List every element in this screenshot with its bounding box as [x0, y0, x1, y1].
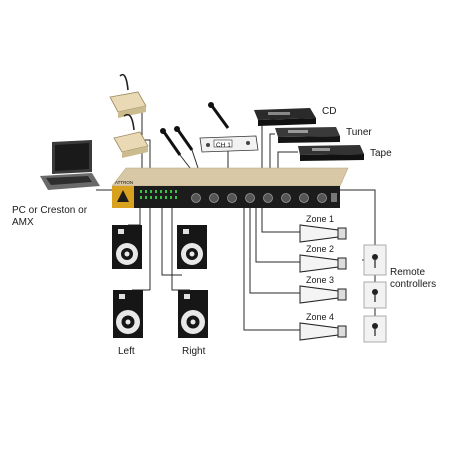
- horn-speaker-icon-zone-2: [299, 254, 347, 273]
- ch1-wall-plate: [199, 135, 259, 153]
- microphone-icon-3: [208, 102, 230, 129]
- wire-remote-main: [338, 189, 376, 245]
- amplifier-icon: [111, 167, 349, 208]
- amplifier-brand-label: ATTRON: [115, 180, 133, 185]
- cd-player-icon: [254, 108, 316, 126]
- horn-speaker-icon-zone-4: [299, 322, 347, 341]
- zone-2-label: Zone 2: [306, 244, 334, 254]
- wire-right-top: [161, 208, 182, 276]
- wire-zone-4: [243, 208, 300, 331]
- remote-panel-icon-3: [363, 315, 387, 343]
- wire-tape: [277, 151, 298, 168]
- wire-zone-3: [249, 208, 300, 294]
- wire-mic-1: [179, 154, 191, 169]
- ch1-label: CH 1: [216, 142, 231, 149]
- zone-1-label: Zone 1: [306, 214, 334, 224]
- tuner-icon: [275, 127, 340, 143]
- speaker-icon-right-bottom: [178, 290, 208, 338]
- remote-panel-icon-2: [363, 281, 387, 309]
- cd-label: CD: [322, 106, 337, 117]
- speaker-icon-left-top: [112, 225, 142, 269]
- laptop-icon: [40, 140, 100, 190]
- microphone-icon-2: [174, 126, 194, 151]
- tape-label: Tape: [370, 148, 392, 159]
- remote-panel-icon-1: [363, 244, 387, 276]
- microphone-icon-1: [160, 128, 182, 156]
- right-speaker-label: Right: [182, 346, 206, 357]
- wire-zone-2: [255, 208, 300, 263]
- pc-label-line-2: AMX: [12, 217, 34, 228]
- wire-mic-2: [191, 149, 199, 169]
- remote-label-line-2: controllers: [390, 279, 437, 290]
- wire-tuner: [269, 133, 275, 168]
- speaker-icon-right-top: [177, 225, 207, 269]
- pc-label: PC or Creston or: [12, 205, 88, 216]
- speaker-icon-left-bottom: [113, 290, 143, 338]
- left-speaker-label: Left: [118, 346, 135, 357]
- paging-microphone-station-2: [113, 113, 149, 158]
- paging-microphone-station-1: [109, 73, 147, 118]
- remote-label: Remote: [390, 267, 426, 278]
- horn-speaker-icon-zone-1: [299, 224, 347, 243]
- zone-3-label: Zone 3: [306, 275, 334, 285]
- wire-zone-1: [261, 208, 300, 233]
- zone-4-label: Zone 4: [306, 312, 334, 322]
- tape-deck-icon: [298, 145, 364, 161]
- horn-speaker-icon-zone-3: [299, 285, 347, 304]
- tuner-label: Tuner: [346, 127, 372, 138]
